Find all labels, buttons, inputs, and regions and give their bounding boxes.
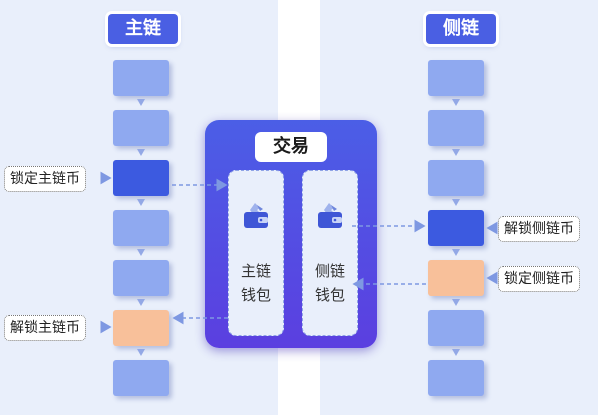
arrow-down-icon	[137, 349, 145, 356]
arrow-down-icon	[452, 299, 460, 306]
main-wallet-label: 主链 钱包	[229, 259, 283, 307]
side-wallet-label-line2: 钱包	[314, 286, 345, 304]
side-chain-block	[428, 360, 484, 396]
arrow-down-icon	[137, 149, 145, 156]
wallet-icon	[244, 203, 268, 228]
lock-main-label: 锁定主链币	[4, 166, 86, 192]
main-chain-block	[113, 260, 169, 296]
arrow-down-icon	[137, 249, 145, 256]
side-chain-block	[428, 60, 484, 96]
side-chain-block	[428, 310, 484, 346]
main-chain-block	[113, 210, 169, 246]
main-chain-block	[113, 110, 169, 146]
main-chain-block-unlocked	[113, 310, 169, 346]
side-wallet-label: 侧链 钱包	[303, 259, 357, 307]
lock-side-label: 锁定侧链币	[498, 266, 580, 292]
side-chain-wallet: 侧链 钱包	[302, 170, 358, 336]
arrow-down-icon	[137, 99, 145, 106]
main-chain-block-locked	[113, 160, 169, 196]
side-wallet-label-line1: 侧链	[314, 262, 345, 280]
unlock-side-label: 解锁侧链币	[498, 216, 580, 242]
arrow-down-icon	[137, 199, 145, 206]
side-chain-title: 侧链	[426, 14, 496, 44]
arrow-down-icon	[452, 249, 460, 256]
arrow-down-icon	[452, 199, 460, 206]
arrow-down-icon	[452, 349, 460, 356]
arrow-down-icon	[452, 149, 460, 156]
side-chain-block-locked	[428, 260, 484, 296]
arrow-down-icon	[137, 299, 145, 306]
side-chain-block	[428, 160, 484, 196]
exchange-box: 交易 主链 钱包 侧链 钱包	[205, 120, 377, 348]
unlock-main-label: 解锁主链币	[4, 315, 86, 341]
side-chain-block	[428, 110, 484, 146]
main-chain-block	[113, 60, 169, 96]
main-chain-wallet: 主链 钱包	[228, 170, 284, 336]
main-chain-title: 主链	[108, 14, 178, 44]
main-chain-block	[113, 360, 169, 396]
main-wallet-label-line2: 钱包	[240, 286, 271, 304]
main-wallet-label-line1: 主链	[240, 262, 271, 280]
arrow-down-icon	[452, 99, 460, 106]
side-chain-block-unlocked	[428, 210, 484, 246]
exchange-title: 交易	[255, 132, 327, 162]
wallet-icon	[318, 203, 342, 228]
